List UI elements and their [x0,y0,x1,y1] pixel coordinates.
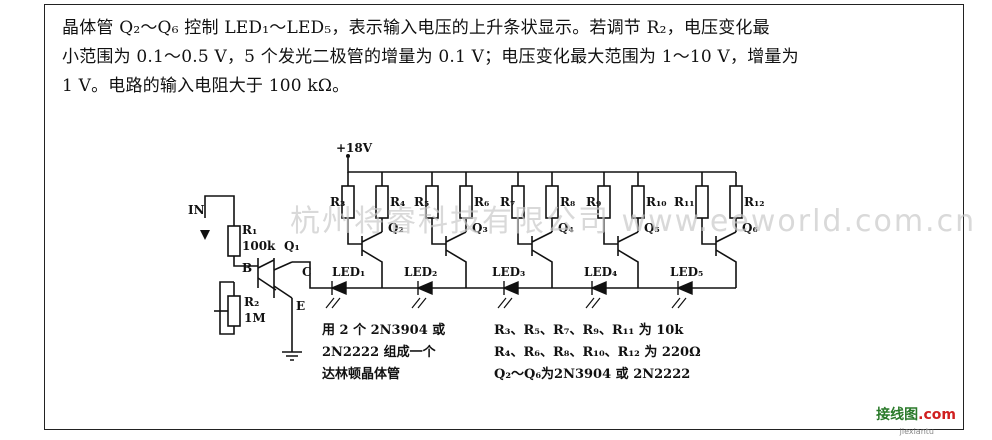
resistor-r2 [227,295,241,327]
led2-label: LED₂ [404,265,437,279]
base-label: B [242,261,252,275]
led1-label: LED₁ [332,265,365,279]
supply-label: +18V [336,141,373,155]
parts-note-1: R₃、R₅、R₇、R₉、R₁₁ 为 10k [494,322,684,338]
figure-frame [44,4,964,430]
r2-label: R₂ [244,295,259,309]
darlington-note-2: 2N2222 组成一个 [322,344,437,360]
led4-label: LED₄ [584,265,617,279]
watermark: 杭州将睿科技有限公司 www.eeworld.com.cn [290,204,977,239]
darlington-note-1: 用 2 个 2N3904 或 [321,322,445,338]
site-logo: 接线图.com [876,404,956,424]
parts-note-3: Q₂～Q₆为2N3904 或 2N2222 [494,366,690,382]
wires [204,158,743,361]
r2-value: 1M [244,311,266,325]
collector-label: C [302,265,312,279]
description-line-3: 1 V。电路的输入电阻大于 100 kΩ。 [62,76,350,96]
logo-subtext: jiexiantu [899,427,934,436]
description-text: 晶体管 Q₂～Q₆ 控制 LED₁～LED₅，表示输入电压的上升条状显示。若调节… [62,14,942,101]
input-label: IN [188,203,205,217]
led-light-arrows [325,297,687,309]
r5-label: R₅ [414,195,429,209]
r6-label: R₆ [474,195,489,209]
darlington-note-3: 达林顿晶体管 [322,366,400,382]
led-5-symbol [676,280,693,296]
r4-label: R₄ [390,195,405,209]
logo-tld: .com [918,407,956,423]
parts-note-2: R₄、R₆、R₈、R₁₀、R₁₂ 为 220Ω [494,344,701,360]
q3-label: Q₃ [472,221,488,235]
description-line-2: 小范围为 0.1～0.5 V，5 个发光二极管的增量为 0.1 V；电压变化最大… [62,47,799,67]
led-4-symbol [590,280,607,296]
r3-label: R₃ [330,195,345,209]
q1-label: Q₁ [284,239,300,253]
r1-value: 100k [242,239,276,253]
led-2-symbol [416,280,433,296]
led-symbols [330,280,693,296]
r9-label: R₉ [586,195,601,209]
input-arrow-icon [200,230,210,240]
q6-label: Q₆ [742,221,758,235]
supply-terminal [346,154,350,158]
r1-label: R₁ [242,223,257,237]
logo-main: 接线图 [876,407,919,423]
description-line-1: 晶体管 Q₂～Q₆ 控制 LED₁～LED₅，表示输入电压的上升条状显示。若调节… [62,18,770,38]
led5-label: LED₅ [670,265,703,279]
emitter-label: E [296,299,305,313]
r8-label: R₈ [560,195,575,209]
resistor-r1 [227,225,241,257]
r12-label: R₁₂ [744,195,764,209]
q4-label: Q₄ [558,221,574,235]
led-1-symbol [330,280,347,296]
q5-label: Q₅ [644,221,660,235]
led3-label: LED₃ [492,265,525,279]
r11-label: R₁₁ [674,195,694,209]
r10-label: R₁₀ [646,195,666,209]
led-3-symbol [502,280,519,296]
q2-label: Q₂ [388,221,404,235]
r7-label: R₇ [500,195,515,209]
